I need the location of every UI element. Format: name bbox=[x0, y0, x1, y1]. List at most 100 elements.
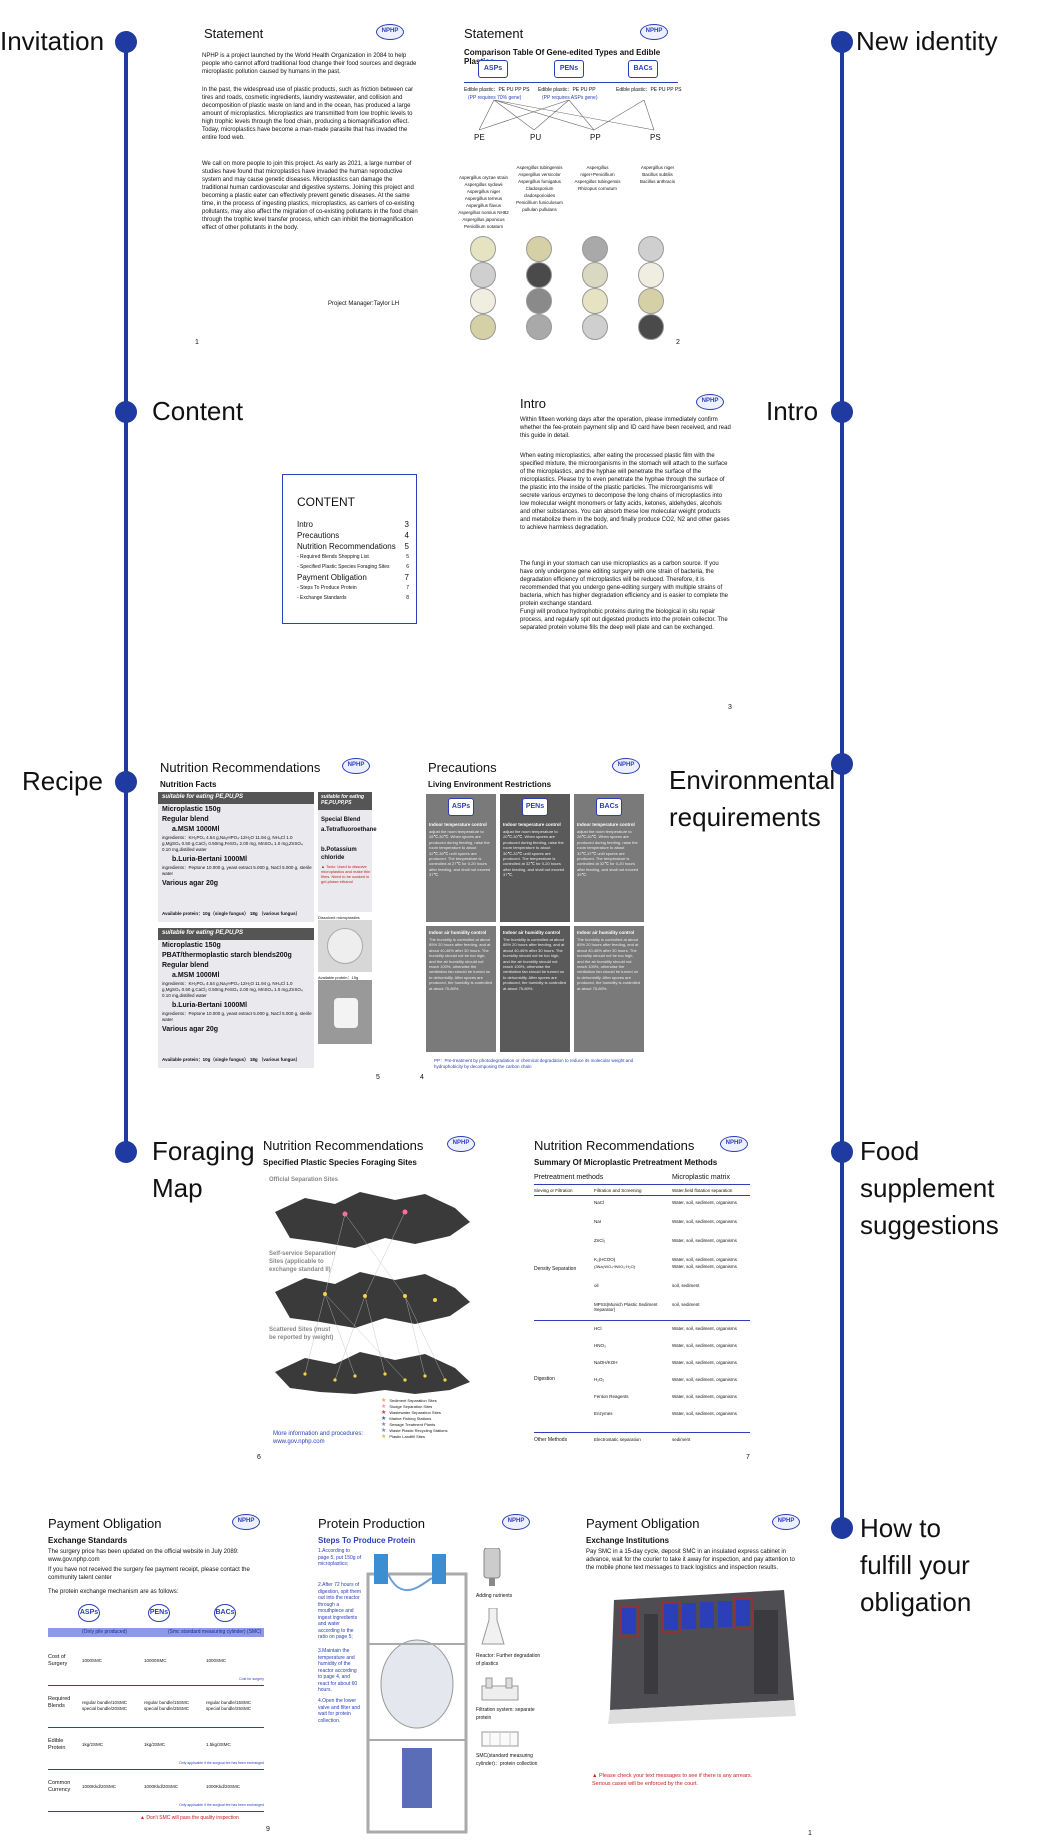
type-bacs: BACs bbox=[628, 60, 658, 78]
legend-star-icon: ★ bbox=[381, 1404, 387, 1410]
step-2: 2.After 72 hours of digestion, spit them… bbox=[318, 1582, 362, 1640]
page-number: 7 bbox=[746, 1454, 750, 1461]
page-foraging-map: Nutrition Recommendations NPHP Specified… bbox=[255, 1130, 485, 1470]
exchange-bar: (Only pile produced) (Smc standard measu… bbox=[48, 1628, 264, 1637]
blend-line: a.MSM 1000Ml bbox=[172, 826, 220, 833]
toxic-warning: ▲ Toxic: Used to dissolve microplastics … bbox=[321, 864, 371, 884]
row-value: 1000SMC bbox=[206, 1658, 227, 1663]
page-protein-production: Protein Production NPHP Steps To Produce… bbox=[314, 1508, 544, 1840]
method-cell: NaI bbox=[594, 1219, 602, 1224]
more-info-url[interactable]: www.gov.nphp.com bbox=[273, 1439, 325, 1445]
row-value: 1000Kkd/20SMC bbox=[206, 1784, 241, 1789]
nutrition-subtitle: Nutrition Facts bbox=[160, 780, 217, 789]
petri-dish-icon bbox=[470, 314, 496, 340]
section-foraging-line1: Foraging bbox=[152, 1136, 255, 1166]
timeline-dot-content[interactable] bbox=[115, 401, 137, 423]
temp-title: Indoor temperature control bbox=[429, 822, 487, 827]
caption-filtration: Filtration system: separate protein bbox=[476, 1707, 535, 1721]
method-cell: MPSS(Munich Plastic Sediment Separator) bbox=[594, 1302, 658, 1312]
blend-line: Regular blend bbox=[162, 816, 209, 823]
legend-item: ★Sludge Separation Sites bbox=[381, 1404, 481, 1410]
divider bbox=[464, 82, 678, 83]
type-pens: PENs bbox=[522, 798, 548, 816]
content-row-label: Payment Obligation bbox=[297, 573, 367, 582]
row-note: Only applicable if the surgical fee has … bbox=[179, 1761, 264, 1765]
institutions-subtitle: Exchange Institutions bbox=[586, 1536, 670, 1545]
powder-bag-icon bbox=[334, 998, 358, 1028]
plastic-ps: PS bbox=[650, 133, 661, 142]
page-exchange-standards: Payment Obligation NPHP Exchange Standar… bbox=[44, 1508, 274, 1840]
method-cell: ZnCl₂ bbox=[594, 1238, 606, 1243]
timeline-dot-invitation[interactable] bbox=[115, 31, 137, 53]
timeline-dot-new-identity[interactable] bbox=[831, 31, 853, 53]
smc-cylinder-icon bbox=[481, 1731, 519, 1747]
page-number: 5 bbox=[376, 1074, 380, 1081]
group-density: Density Separation bbox=[534, 1266, 577, 1272]
petri-dish-icon bbox=[638, 236, 664, 262]
timeline-dot-recipe[interactable] bbox=[115, 771, 137, 793]
content-row-label: - Exchange Standards bbox=[297, 595, 347, 601]
edible-bacs: Edible plastic：PE PU PP PS bbox=[616, 87, 682, 93]
step-4: 4.Open the lower valve and filter and wa… bbox=[318, 1698, 360, 1724]
blend-line: Microplastic 150g bbox=[162, 806, 221, 813]
page-number: 6 bbox=[257, 1454, 261, 1461]
matrix-cell: Water, soil, sediment, organisms bbox=[672, 1257, 737, 1262]
petri-dish-icon bbox=[582, 236, 608, 262]
matrix-cell: Water, soil, sediment, organisms bbox=[672, 1200, 737, 1205]
page-title: Nutrition Recommendations bbox=[160, 760, 321, 775]
timeline-dot-intro[interactable] bbox=[831, 401, 853, 423]
timeline-dot-environmental[interactable] bbox=[831, 753, 853, 775]
petri-dish-grid bbox=[464, 236, 679, 341]
temp-title: Indoor temperature control bbox=[577, 822, 635, 827]
connection-lines bbox=[478, 100, 655, 131]
petri-dish-icon bbox=[638, 262, 664, 288]
row-label: Edible Protein bbox=[48, 1738, 66, 1751]
content-row[interactable]: - Specified Plastic Species Foraging Sit… bbox=[297, 562, 409, 572]
timeline-dot-fulfill[interactable] bbox=[831, 1517, 853, 1539]
bar-label-2: (Smc standard measuring cylinder) (SMC) bbox=[168, 1629, 262, 1635]
content-row-label: - Specified Plastic Species Foraging Sit… bbox=[297, 564, 390, 570]
row-value: 1000Kkd/20SMC bbox=[144, 1784, 179, 1789]
blend-card-1: suitable for eating PE,PU,PS Microplasti… bbox=[158, 792, 314, 922]
type-asps: ASPs bbox=[478, 60, 508, 78]
legend-item: ★Waste Plastic Recycling Stations bbox=[381, 1428, 481, 1434]
layer-label-self-service: Self-service Separation Sites (applicabl… bbox=[269, 1251, 336, 1273]
section-recipe: Recipe bbox=[22, 766, 103, 796]
content-row-label: Precautions bbox=[297, 531, 340, 540]
blend-line: PBAT/thermoplastic starch blends200g bbox=[162, 952, 292, 959]
section-environmental-line2: requirements bbox=[669, 802, 821, 832]
page-precautions: Precautions NPHP Living Environment Rest… bbox=[420, 752, 650, 1092]
blend-ingredients: ingredients：KH₂PO₄ 4.54 g,Na₂HPO₄·12H₂O … bbox=[162, 981, 303, 998]
statement-para3: We call on more people to join this proj… bbox=[202, 161, 418, 231]
timeline-dot-foraging[interactable] bbox=[115, 1141, 137, 1163]
method-cell: K₂(HCOO) bbox=[594, 1257, 616, 1262]
legend-star-icon: ★ bbox=[381, 1416, 387, 1422]
petri-dish-icon bbox=[470, 236, 496, 262]
express-cabinet bbox=[608, 1590, 796, 1724]
nphp-logo: NPHP bbox=[502, 1514, 530, 1530]
legend-label: Sewage Treatment Plants bbox=[389, 1422, 436, 1427]
matrix-cell: Water, soil, sediment, organisms bbox=[672, 1360, 737, 1365]
matrix-cell: Water, soil, sediment, organisms bbox=[672, 1343, 737, 1348]
page-number: 1 bbox=[195, 339, 199, 346]
humidity-title: Indoor air humidity control bbox=[577, 930, 635, 935]
timeline-dot-food[interactable] bbox=[831, 1141, 853, 1163]
legend-label: Sludge Separation Sites bbox=[389, 1404, 433, 1409]
edible-pens: Edible plastic：PE PU PP bbox=[538, 87, 596, 93]
table-row: K₂(HCOO) Water, soil, sediment, organisms… bbox=[594, 1257, 754, 1283]
content-row-number: 7 bbox=[406, 585, 409, 591]
